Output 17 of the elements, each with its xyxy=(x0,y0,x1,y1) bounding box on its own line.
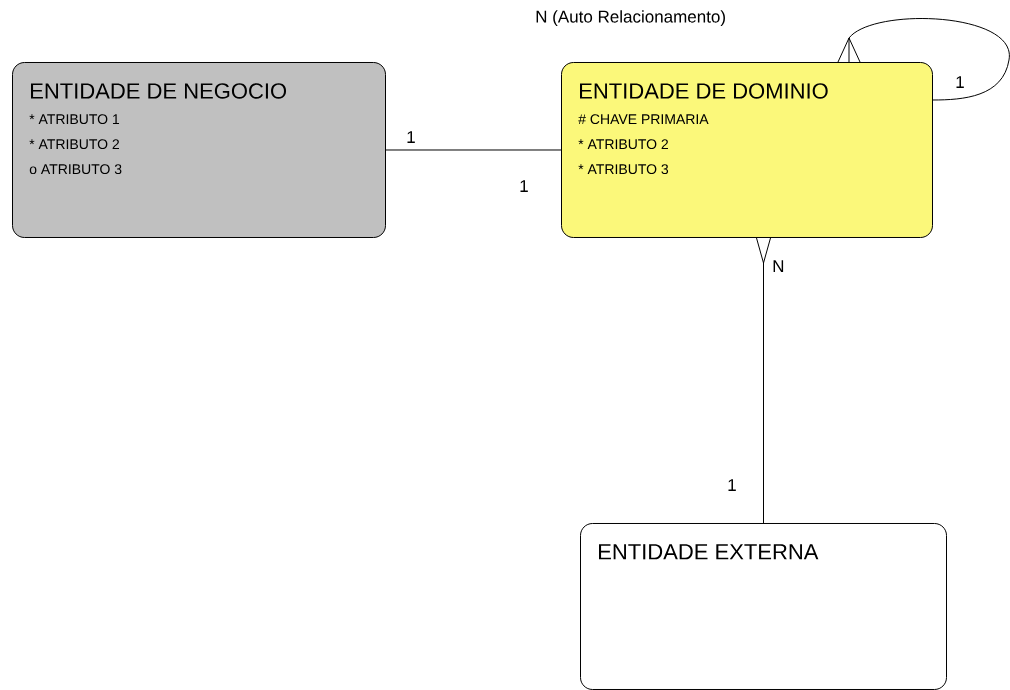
attribute-text: o ATRIBUTO 3 xyxy=(29,164,122,175)
cardinality-label: 1 xyxy=(407,131,415,143)
cardinality-label: 1 xyxy=(956,76,964,88)
attribute-text: * ATRIBUTO 2 xyxy=(29,139,119,150)
relationship-line xyxy=(756,237,771,524)
cardinality-label: 1 xyxy=(520,180,528,192)
entity-title: ENTIDADE EXTERNA xyxy=(599,544,819,560)
relationship-label: N (Auto Relacionamento) xyxy=(536,10,725,27)
cardinality-label: 1 xyxy=(728,479,736,491)
attribute-text: * ATRIBUTO 2 xyxy=(578,139,668,150)
attribute-text: * ATRIBUTO 1 xyxy=(29,114,119,125)
attribute-text: # CHAVE PRIMARIA xyxy=(578,114,709,125)
attribute-text: * ATRIBUTO 3 xyxy=(578,164,669,175)
entity-title: ENTIDADE DE DOMINIO xyxy=(580,83,828,99)
entity-title: ENTIDADE DE NEGOCIO xyxy=(31,83,287,99)
cardinality-label: N xyxy=(773,260,784,272)
relationship-line xyxy=(385,149,562,151)
